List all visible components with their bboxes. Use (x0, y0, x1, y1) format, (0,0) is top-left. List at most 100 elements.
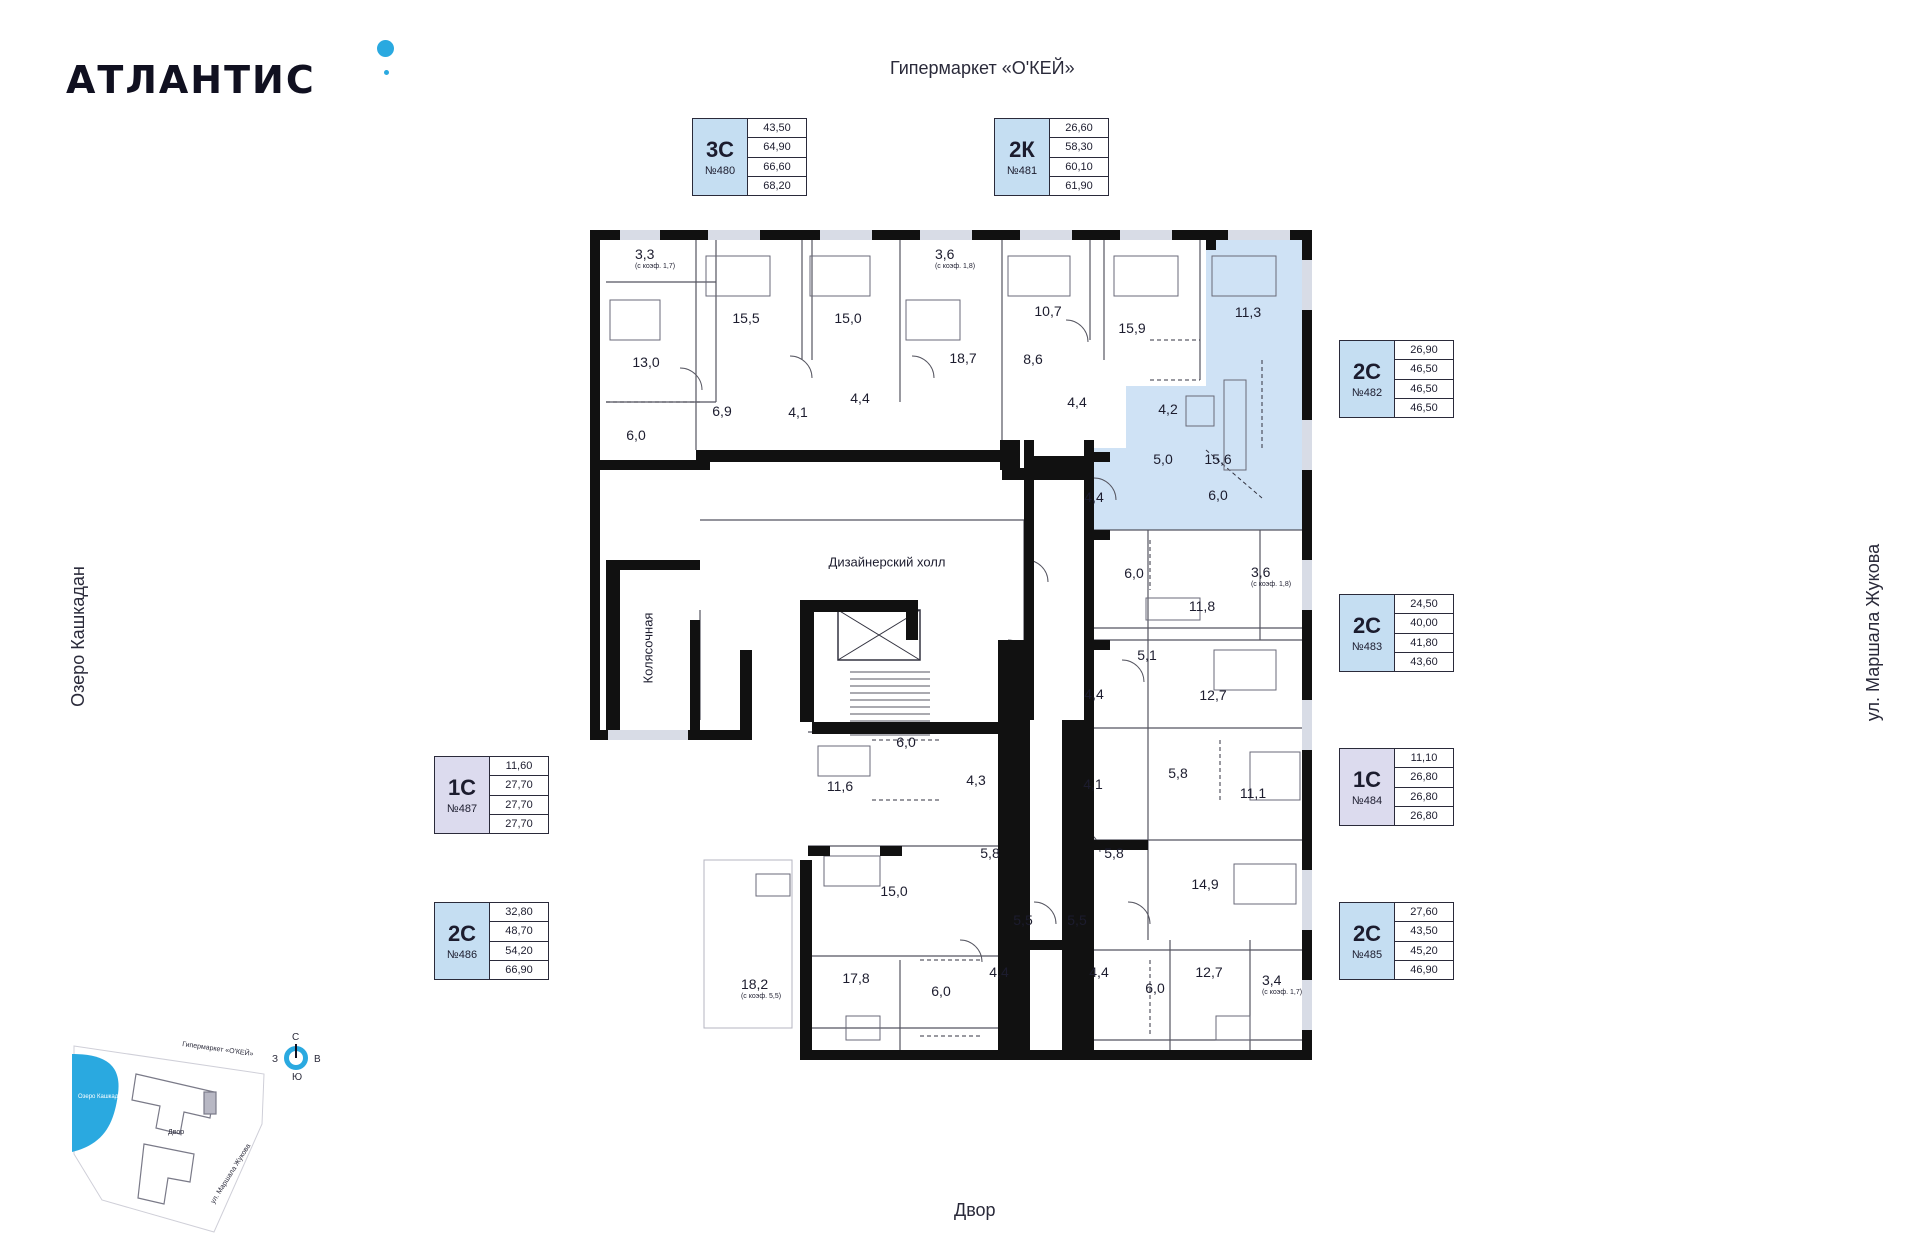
room-area-label: 5,0 (1153, 451, 1172, 467)
wall (804, 1050, 1312, 1060)
wall (1094, 530, 1110, 540)
room-area-label: 4,4 (1084, 686, 1103, 702)
furniture-outline (705, 255, 771, 297)
wall (1094, 840, 1148, 850)
room-area-label: 15,9 (1118, 320, 1145, 336)
window (1302, 560, 1312, 610)
room-area: 4,1 (788, 404, 808, 420)
furniture-outline (809, 255, 871, 297)
window (1302, 700, 1312, 750)
card-area-value: 58,30 (1050, 138, 1108, 158)
furniture-outline (905, 299, 961, 341)
room-area: 5,1 (1137, 647, 1157, 663)
card-type: 2С №485 (1340, 903, 1395, 979)
wall (606, 560, 620, 740)
room-area-label: 6,0 (1145, 980, 1164, 996)
furniture-outline (1249, 751, 1301, 801)
room-area-label: 4,4 (850, 390, 869, 406)
wall (600, 460, 696, 470)
card-area-value: 60,10 (1050, 158, 1108, 177)
window (1302, 420, 1312, 470)
window (820, 230, 872, 240)
door-swing (911, 355, 935, 379)
room-area-label: 5,1 (1137, 647, 1156, 663)
room-area-note: (с коэф. 1,7) (634, 263, 676, 270)
room-area: 13,0 (632, 354, 660, 370)
card-area-value: 27,60 (1395, 903, 1453, 923)
room-area-label: 11,6 (827, 778, 853, 794)
card-type-code: 2С (1352, 612, 1382, 638)
room-area-label: 4,4 (1067, 394, 1086, 410)
door-swing (1093, 477, 1117, 501)
room-area: 10,7 (1034, 303, 1062, 319)
door-swing (1065, 319, 1089, 343)
card-number: №480 (704, 164, 736, 177)
room-area: 11,8 (1188, 598, 1216, 614)
card-area-value: 26,80 (1410, 809, 1438, 822)
wall (800, 600, 910, 612)
door-swing (1121, 659, 1145, 683)
room-area: 4,4 (1084, 686, 1104, 702)
room-area-label: 4,3 (966, 772, 985, 788)
room-area-label: 3,3(с коэф. 1,7) (635, 246, 675, 270)
card-area-value: 11,60 (490, 757, 548, 777)
window (620, 230, 660, 240)
room-area: 5,8 (1104, 845, 1124, 861)
terrace-outline (703, 859, 793, 1029)
minimap-site-boundary (73, 1045, 265, 1233)
room-area-label: 10,7 (1034, 303, 1061, 319)
minimap-lake-label: Озеро Кашкадан (78, 1094, 125, 1100)
floor-plan (590, 230, 1312, 1060)
card-area-value: 26,90 (1395, 341, 1453, 361)
card-area-value: 26,60 (1050, 119, 1108, 139)
card-type: 2С №483 (1340, 595, 1395, 671)
card-type: 3С №480 (693, 119, 748, 195)
compass-needle (295, 1044, 297, 1058)
hall-label: Дизайнерский холл (828, 554, 946, 570)
furniture-outline (817, 745, 871, 777)
logo-dot-small-icon (384, 70, 389, 75)
wall (1062, 720, 1094, 1052)
card-area-value: 43,50 (1395, 922, 1453, 942)
room-area: 3,3 (634, 246, 655, 262)
stroller-room-label: Колясочная (640, 612, 656, 684)
card-type: 2С №482 (1340, 341, 1395, 417)
wall (1000, 440, 1020, 470)
room-area: 3,6 (1250, 564, 1271, 580)
room-area-label: 15,0 (880, 883, 907, 899)
highlight-apartment-482 (1094, 448, 1206, 530)
card-area-value: 64,90 (748, 138, 806, 158)
card-type-code: 1С (447, 774, 477, 800)
card-area-value: 66,60 (748, 158, 806, 177)
room-area: 11,1 (1239, 785, 1267, 801)
wall (998, 720, 1030, 1052)
wall (906, 600, 918, 640)
door-swing (789, 355, 813, 379)
card-area-value: 27,70 (490, 796, 548, 815)
room-area-label: 5,8 (1104, 845, 1123, 861)
room-area: 12,7 (1195, 964, 1223, 980)
room-area: 6,0 (896, 734, 916, 750)
room-area-label: 3,6(с коэф. 1,8) (1251, 564, 1291, 588)
card-area-value: 46,50 (1410, 401, 1438, 414)
furniture-outline (1145, 597, 1201, 621)
wall (812, 722, 1024, 734)
room-area-label: 11,3 (1235, 304, 1261, 320)
room-area-label: 15,6 (1204, 451, 1231, 467)
compass-north: С (292, 1032, 300, 1043)
wall (606, 560, 700, 570)
room-area: 18,7 (949, 350, 977, 366)
room-area: 15,0 (834, 310, 862, 326)
furniture-outline (609, 299, 661, 341)
